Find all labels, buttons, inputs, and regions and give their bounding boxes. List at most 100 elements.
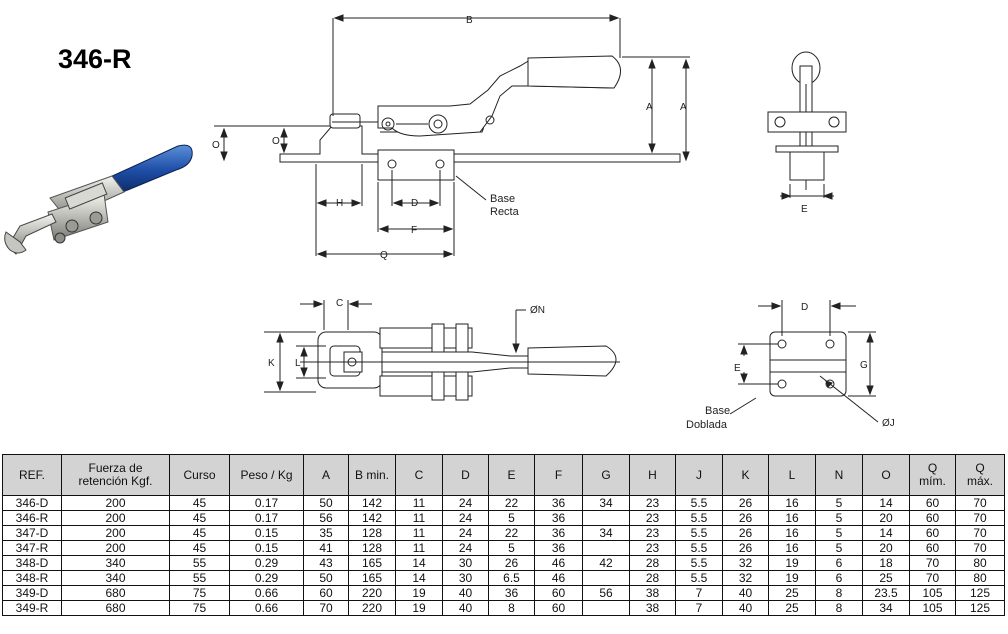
table-cell: 22 xyxy=(488,495,535,511)
table-cell: 20 xyxy=(862,540,910,556)
column-header: REF. xyxy=(2,454,62,496)
table-cell: 220 xyxy=(348,585,396,601)
dim-label-k: K xyxy=(268,358,275,369)
table-cell: 55 xyxy=(169,570,230,586)
table-cell: 60 xyxy=(534,585,583,601)
column-header: J xyxy=(675,454,723,496)
column-header-line1: A xyxy=(321,467,330,482)
column-header-line1: N xyxy=(834,467,844,482)
table-cell: 36 xyxy=(488,585,535,601)
dim-label-a-inner: A xyxy=(646,102,653,113)
table-cell: 25 xyxy=(768,585,816,601)
column-header: O xyxy=(862,454,910,496)
table-cell: 25 xyxy=(862,570,910,586)
table-cell: 6.5 xyxy=(488,570,535,586)
table-cell: 5 xyxy=(815,540,863,556)
table-cell: 36 xyxy=(534,510,583,526)
table-cell: 24 xyxy=(442,525,489,541)
table-cell xyxy=(582,600,630,616)
table-cell: 5 xyxy=(815,510,863,526)
table-cell: 40 xyxy=(442,585,489,601)
table-cell: 25 xyxy=(768,600,816,616)
table-cell: 60 xyxy=(303,585,349,601)
table-cell: 5.5 xyxy=(675,525,723,541)
column-header: E xyxy=(488,454,535,496)
dim-label-o-outer: O xyxy=(212,140,220,151)
table-cell: 24 xyxy=(442,495,489,511)
column-header: G xyxy=(582,454,630,496)
table-cell: 70 xyxy=(955,510,1005,526)
table-cell: 43 xyxy=(303,555,349,571)
table-cell: 23 xyxy=(629,525,676,541)
table-cell: 0.29 xyxy=(229,555,304,571)
table-cell: 348-D xyxy=(2,555,62,571)
table-cell: 70 xyxy=(955,540,1005,556)
base-recta-label-2: Recta xyxy=(490,206,520,218)
technical-drawing: B A A O O H D F Q Base Recta E C ØN K L … xyxy=(212,14,895,431)
dim-label-g: G xyxy=(860,360,868,371)
table-cell: 142 xyxy=(348,495,396,511)
table-cell: 200 xyxy=(61,510,170,526)
column-header-line1: Q xyxy=(975,461,985,475)
column-header: A xyxy=(303,454,349,496)
table-cell: 45 xyxy=(169,495,230,511)
table-cell: 0.17 xyxy=(229,495,304,511)
column-header-line1: L xyxy=(788,467,796,482)
table-cell: 34 xyxy=(862,600,910,616)
column-header-line1: J xyxy=(696,467,702,482)
table-cell: 70 xyxy=(303,600,349,616)
table-cell xyxy=(582,540,630,556)
column-header-line1: Curso xyxy=(183,467,216,482)
table-cell: 125 xyxy=(955,600,1005,616)
table-cell: 14 xyxy=(862,525,910,541)
table-cell: 23.5 xyxy=(862,585,910,601)
table-cell: 5 xyxy=(488,540,535,556)
table-cell: 38 xyxy=(629,600,676,616)
table-cell: 200 xyxy=(61,525,170,541)
table-cell: 40 xyxy=(442,600,489,616)
table-cell: 5.5 xyxy=(675,495,723,511)
table-cell: 142 xyxy=(348,510,396,526)
column-header: F xyxy=(534,454,583,496)
column-header: Curso xyxy=(169,454,230,496)
table-cell: 7 xyxy=(675,600,723,616)
table-cell: 32 xyxy=(722,555,769,571)
table-cell: 0.66 xyxy=(229,585,304,601)
table-cell: 346-R xyxy=(2,510,62,526)
table-cell: 70 xyxy=(909,570,956,586)
column-header: H xyxy=(629,454,676,496)
table-cell: 5 xyxy=(815,495,863,511)
table-cell: 349-D xyxy=(2,585,62,601)
table-cell: 24 xyxy=(442,510,489,526)
table-cell: 45 xyxy=(169,510,230,526)
table-cell: 128 xyxy=(348,525,396,541)
table-cell: 19 xyxy=(768,570,816,586)
dim-label-a-outer: A xyxy=(680,102,687,113)
table-cell: 680 xyxy=(61,600,170,616)
table-cell: 348-R xyxy=(2,570,62,586)
table-cell: 26 xyxy=(488,555,535,571)
table-cell: 80 xyxy=(955,555,1005,571)
base-doblada-label-2: Doblada xyxy=(686,419,728,431)
table-cell: 11 xyxy=(395,495,443,511)
table-cell: 40 xyxy=(722,585,769,601)
table-cell: 30 xyxy=(442,570,489,586)
column-header-line1: Fuerza de xyxy=(88,461,143,475)
product-photo xyxy=(0,138,200,268)
table-cell: 347-D xyxy=(2,525,62,541)
table-cell: 5.5 xyxy=(675,570,723,586)
table-cell: 34 xyxy=(582,525,630,541)
dim-label-e-side: E xyxy=(801,204,808,215)
column-header: B min. xyxy=(348,454,396,496)
table-cell: 60 xyxy=(534,600,583,616)
table-cell: 5.5 xyxy=(675,540,723,556)
table-cell: 0.17 xyxy=(229,510,304,526)
column-header-line1: E xyxy=(507,467,516,482)
table-cell xyxy=(582,570,630,586)
